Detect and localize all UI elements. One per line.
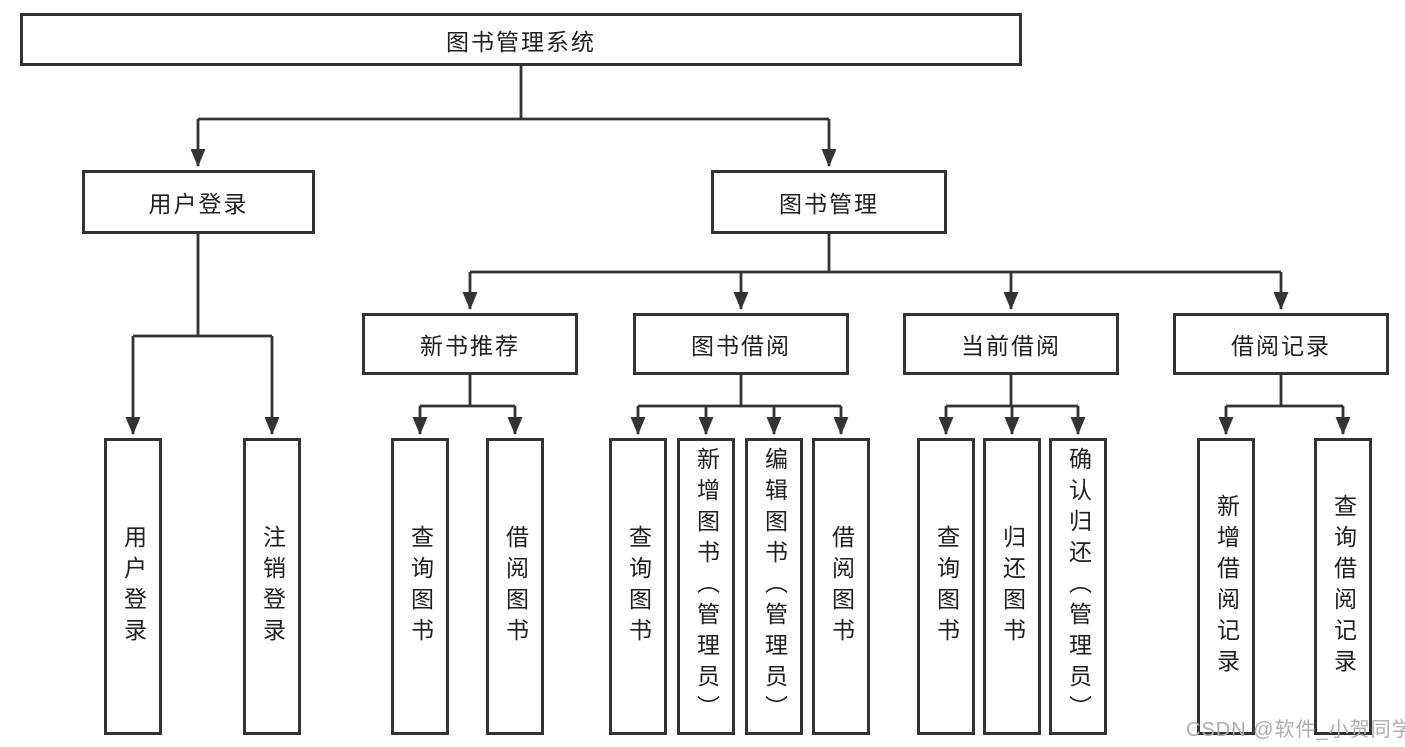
leaf-newrec-borrow-book: 借阅图书: [486, 438, 544, 735]
node-borrow-record: 借阅记录: [1173, 313, 1389, 375]
node-book-borrow: 图书借阅: [633, 313, 849, 375]
leaf-borrow-query-book: 查询图书: [609, 438, 667, 735]
leaf-borrow-borrow-book: 借阅图书: [812, 438, 870, 735]
node-new-book-recommend: 新书推荐: [362, 313, 578, 375]
node-root: 图书管理系统: [20, 13, 1022, 66]
leaf-newrec-query-book: 查询图书: [391, 438, 449, 735]
leaf-current-query-book: 查询图书: [917, 438, 975, 735]
node-book-management: 图书管理: [711, 170, 947, 234]
leaf-current-return-book: 归还图书: [983, 438, 1041, 735]
watermark: CSDN @软件_小贺同学: [1186, 719, 1405, 741]
leaf-current-confirm-return: 确认归还（管理员）: [1049, 438, 1107, 735]
leaf-borrow-add-book: 新增图书（管理员）: [677, 438, 735, 735]
connector-trunks: [133, 66, 1343, 408]
leaf-user-login: 用户登录: [104, 438, 162, 735]
leaf-logout: 注销登录: [243, 438, 301, 735]
leaf-record-add-record: 新增借阅记录: [1197, 438, 1255, 735]
node-current-borrow: 当前借阅: [903, 313, 1119, 375]
node-user-login: 用户登录: [82, 170, 315, 234]
leaf-borrow-edit-book: 编辑图书（管理员）: [745, 438, 803, 735]
leaf-record-query-record: 查询借阅记录: [1314, 438, 1372, 735]
